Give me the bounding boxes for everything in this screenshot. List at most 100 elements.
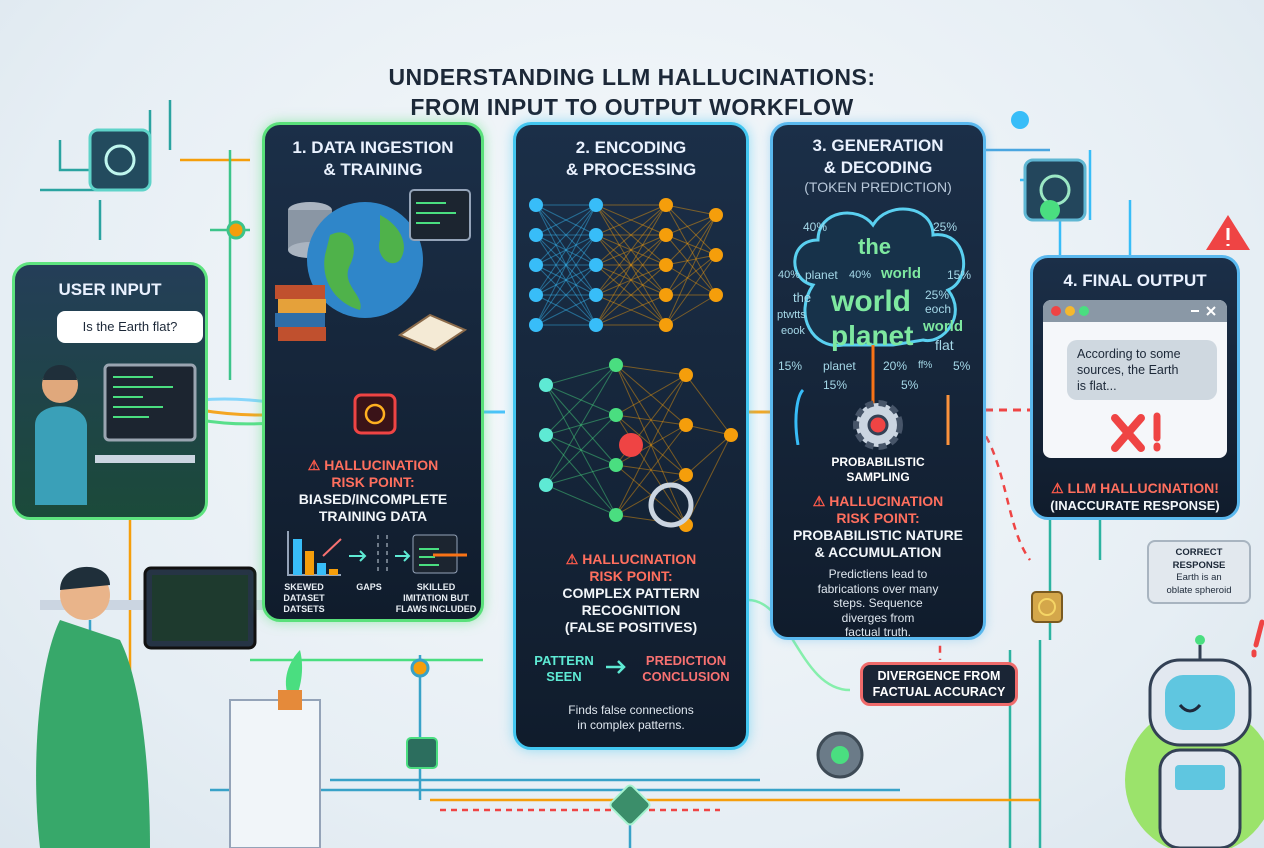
risk-detail-line-3: (FALSE POSITIVES) xyxy=(564,619,698,635)
description-line: in complex patterns. xyxy=(577,718,685,732)
panel3-risk-point: ⚠ HALLUCINATION RISK POINT: PROBABILISTI… xyxy=(773,493,983,561)
description-line: steps. Sequence xyxy=(833,596,923,610)
warning-icon: ⚠ xyxy=(307,457,321,473)
nn-connection xyxy=(545,384,617,466)
dataset-issues-illustration xyxy=(287,531,467,576)
nn-connection xyxy=(615,374,687,416)
cloud-word: planet xyxy=(831,320,914,351)
nn-connection xyxy=(595,264,667,296)
cloud-word: planet xyxy=(805,268,838,282)
nn-connection xyxy=(615,414,687,476)
user-at-computer-illustration xyxy=(35,363,197,505)
warning-icon: ⚠ xyxy=(565,551,579,567)
hallucinated-response-bubble: According to some sources, the Earth is … xyxy=(1067,340,1217,400)
nn-node xyxy=(659,198,673,212)
label-line: PROBABILISTIC xyxy=(831,455,925,469)
nn-connection xyxy=(535,294,597,326)
nn-node xyxy=(679,468,693,482)
label-line: DATSETS xyxy=(283,604,325,614)
nn-node xyxy=(659,318,673,332)
nn-connection xyxy=(545,434,617,466)
panel1-risk-point: ⚠ HALLUCINATION RISK POINT: BIASED/INCOM… xyxy=(265,457,481,525)
nn-connection xyxy=(615,374,687,516)
label-line: PATTERN xyxy=(534,653,594,668)
nn-node xyxy=(659,228,673,242)
cloud-word: 25% xyxy=(925,288,950,302)
nn-connection xyxy=(595,264,667,326)
cloud-word: 25% xyxy=(933,220,958,234)
magnifier-icon xyxy=(648,482,694,528)
nn-connection xyxy=(535,234,597,296)
cloud-word: flat xyxy=(935,337,954,353)
cloud-word: 20% xyxy=(883,359,908,373)
cloud-word: planet xyxy=(823,359,856,373)
nn-connection xyxy=(665,254,717,266)
nn-connection xyxy=(615,364,687,376)
cloud-word: the xyxy=(858,234,891,259)
nn-node xyxy=(589,228,603,242)
cloud-word: 40% xyxy=(849,269,872,281)
maximize-dot-icon[interactable] xyxy=(1079,306,1089,316)
correct-response-bubble: CORRECT RESPONSE Earth is an oblate sphe… xyxy=(1147,540,1251,604)
close-dot-icon[interactable] xyxy=(1051,306,1061,316)
nn-connection xyxy=(685,434,732,526)
panel3-subtitle: (TOKEN PREDICTION) xyxy=(804,179,952,195)
nn-connection xyxy=(615,364,687,526)
nn-connection xyxy=(615,414,687,526)
nn-connection xyxy=(665,254,717,326)
panel-data-ingestion: 1. DATA INGESTION & TRAINING ⚠ HALLUCINA… xyxy=(262,122,484,622)
nn-node xyxy=(679,418,693,432)
panel1-title: 1. DATA INGESTION & TRAINING xyxy=(265,137,481,181)
nn-connection xyxy=(535,204,597,236)
risk-line-1: HALLUCINATION xyxy=(582,551,697,567)
error-x-icon xyxy=(1111,412,1161,452)
panel2-title-line-2: & PROCESSING xyxy=(565,160,697,179)
nn-node xyxy=(609,508,623,522)
panel-final-output: 4. FINAL OUTPUT According to some source… xyxy=(1030,255,1240,520)
label-gaps: GAPS xyxy=(356,582,382,592)
nn-connection xyxy=(685,374,732,436)
nn-node xyxy=(609,408,623,422)
nn-connection xyxy=(535,234,597,266)
nn-connection xyxy=(535,204,597,266)
nn-connection xyxy=(535,204,597,296)
label-line: DATASET xyxy=(283,593,325,603)
nn-connection xyxy=(595,294,667,326)
description-line: Finds false connections xyxy=(568,703,694,717)
nn-node xyxy=(529,258,543,272)
description-line: fabrications over many xyxy=(817,581,939,596)
hallucination-label: LLM HALLUCINATION! xyxy=(1067,480,1219,496)
nn-connection xyxy=(545,384,617,516)
nn-connection xyxy=(535,234,597,296)
minimize-close-icons[interactable] xyxy=(1189,305,1219,317)
output-window: According to some sources, the Earth is … xyxy=(1043,300,1227,458)
nn-connection xyxy=(615,364,687,426)
response-line: sources, the Earth xyxy=(1077,363,1179,377)
panel1-title-line-1: 1. DATA INGESTION xyxy=(292,138,454,157)
lightbulb-icon xyxy=(364,403,386,425)
response-line: According to some xyxy=(1077,347,1181,361)
minimize-dot-icon[interactable] xyxy=(1065,306,1075,316)
nn-connection xyxy=(545,384,617,416)
nn-node xyxy=(539,378,553,392)
cloud-word: 40% xyxy=(778,269,801,281)
cloud-word: 15% xyxy=(778,359,803,373)
nn-connection xyxy=(665,234,717,296)
risk-line-1: HALLUCINATION xyxy=(829,493,944,509)
nn-connection xyxy=(545,414,617,486)
label-line: CONCLUSION xyxy=(642,669,730,684)
label-line: SKEWED xyxy=(284,582,324,592)
nn-node xyxy=(589,288,603,302)
panel2-title-line-1: 2. ENCODING xyxy=(575,138,687,157)
label-line: IMITATION BUT xyxy=(403,593,469,603)
nn-connection xyxy=(665,214,717,296)
user-at-desk-illustration xyxy=(36,566,321,848)
correct-line: Earth is an xyxy=(1176,572,1222,583)
nn-node xyxy=(679,368,693,382)
nn-node xyxy=(589,318,603,332)
nn-connection xyxy=(665,204,717,256)
cloud-word: 5% xyxy=(901,378,919,392)
nn-connection xyxy=(535,234,597,326)
